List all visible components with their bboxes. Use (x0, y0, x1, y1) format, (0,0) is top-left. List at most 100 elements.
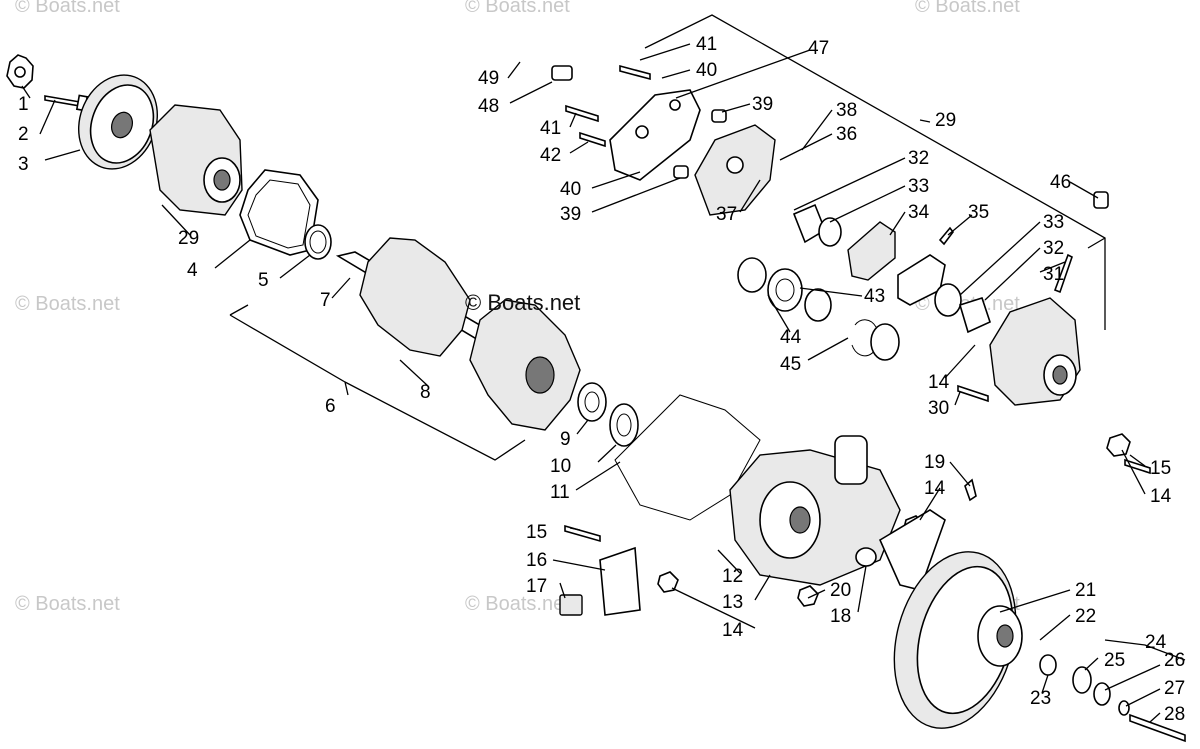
callout-25: 25 (1104, 650, 1125, 671)
washer-drawing (1093, 682, 1111, 706)
callout-36: 36 (836, 124, 857, 145)
callout-4: 4 (187, 260, 198, 281)
callout-18: 18 (830, 606, 851, 627)
bolt-drawing (44, 95, 81, 107)
callout-41: 41 (696, 34, 717, 55)
callout-6: 6 (325, 396, 336, 417)
group-bracket-29 (644, 14, 1106, 330)
bearing-drawing (577, 382, 607, 422)
brake-pad-drawing (847, 221, 896, 281)
callout-14: 14 (928, 372, 950, 393)
callout-13: 13 (722, 592, 743, 613)
callout-33: 33 (1043, 212, 1064, 233)
nut-drawing (1106, 433, 1131, 457)
callout-35: 35 (968, 202, 989, 223)
callout-29: 29 (935, 110, 956, 131)
watermark: © Boats.net (465, 0, 570, 17)
bearing-drawing (767, 268, 803, 312)
stud-drawing (1053, 253, 1073, 294)
pin-drawing (938, 226, 954, 246)
bearing-drawing (609, 403, 639, 447)
callout-28: 28 (1164, 704, 1185, 725)
callout-24: 24 (1145, 632, 1167, 653)
callout-9: 9 (560, 429, 571, 450)
callout-15: 15 (1150, 458, 1171, 479)
callout-29: 29 (178, 228, 199, 249)
callout-44: 44 (780, 327, 802, 348)
caliper-bracket-drawing (609, 89, 701, 181)
reverse-motor-drawing (834, 435, 868, 485)
callout-32: 32 (908, 148, 929, 169)
callout-14: 14 (1150, 486, 1172, 507)
bearing-drawing (870, 323, 900, 361)
callout-40: 40 (696, 60, 717, 81)
callout-38: 38 (836, 100, 857, 121)
callout-11: 11 (550, 482, 570, 503)
callout-labels: 1 2 3 29 4 5 7 6 8 9 10 11 41 40 47 49 4… (18, 34, 1185, 725)
callout-46: 46 (1050, 172, 1071, 193)
spacer-drawing (1039, 654, 1057, 676)
callout-14: 14 (722, 620, 744, 641)
callout-21: 21 (1075, 580, 1096, 601)
bolt-drawing (957, 384, 989, 403)
callout-10: 10 (550, 456, 571, 477)
callout-49: 49 (478, 68, 499, 89)
center-watermark: © Boats.net (465, 290, 580, 315)
part-drawings (6, 54, 1186, 743)
watermark: © Boats.net (915, 0, 1020, 17)
pin-drawing (964, 478, 977, 502)
callout-45: 45 (780, 354, 801, 375)
bolt-drawing (1124, 458, 1151, 475)
bearing-drawing (804, 288, 832, 322)
washer-drawing (1072, 666, 1092, 694)
bolt-drawing (579, 131, 606, 148)
watermark: © Boats.net (15, 293, 120, 315)
callout-30: 30 (928, 398, 949, 419)
callout-3: 3 (18, 154, 29, 175)
bearing-drawing (737, 257, 767, 293)
callout-39: 39 (752, 94, 773, 115)
callout-40: 40 (560, 179, 581, 200)
watermark: © Boats.net (15, 593, 120, 615)
callout-27: 27 (1164, 678, 1185, 699)
callout-12: 12 (722, 566, 743, 587)
callout-34: 34 (908, 202, 930, 223)
callout-26: 26 (1164, 650, 1185, 671)
pad-drawing (559, 594, 583, 616)
vent-drawing (1093, 191, 1109, 209)
callout-17: 17 (526, 576, 547, 597)
callout-23: 23 (1030, 688, 1051, 709)
callout-7: 7 (320, 290, 331, 311)
callout-22: 22 (1075, 606, 1096, 627)
ring-drawing (818, 217, 842, 247)
callout-43: 43 (864, 286, 885, 307)
o-ring-drawing (855, 547, 877, 567)
bolt-drawing (564, 524, 601, 543)
watermark: © Boats.net (15, 0, 120, 17)
drive-sprocket-left-drawing (359, 237, 471, 357)
bushing-drawing (711, 109, 727, 123)
callout-42: 42 (540, 145, 561, 166)
callout-14: 14 (924, 478, 946, 499)
bolt-drawing (565, 104, 599, 123)
bolt-drawing (1129, 713, 1186, 743)
leader-lines (21, 14, 1186, 723)
callout-41: 41 (540, 118, 561, 139)
callout-39: 39 (560, 204, 581, 225)
callout-37: 37 (716, 204, 737, 225)
nut-drawing (797, 585, 819, 607)
bushing-drawing (673, 165, 689, 179)
brake-fitting-drawing (551, 65, 573, 81)
callout-20: 20 (830, 580, 851, 601)
callout-48: 48 (478, 96, 499, 117)
chaincase-gasket-drawing (614, 394, 761, 521)
washer-drawing (1118, 700, 1130, 716)
seal-drawing (304, 224, 332, 260)
group-bracket-6 (229, 304, 526, 461)
nut-drawing (657, 571, 679, 593)
callout-32: 32 (1043, 238, 1064, 259)
bracket-drawing (599, 546, 641, 616)
callout-5: 5 (258, 270, 269, 291)
drive-sprocket-right-drawing (469, 299, 581, 431)
